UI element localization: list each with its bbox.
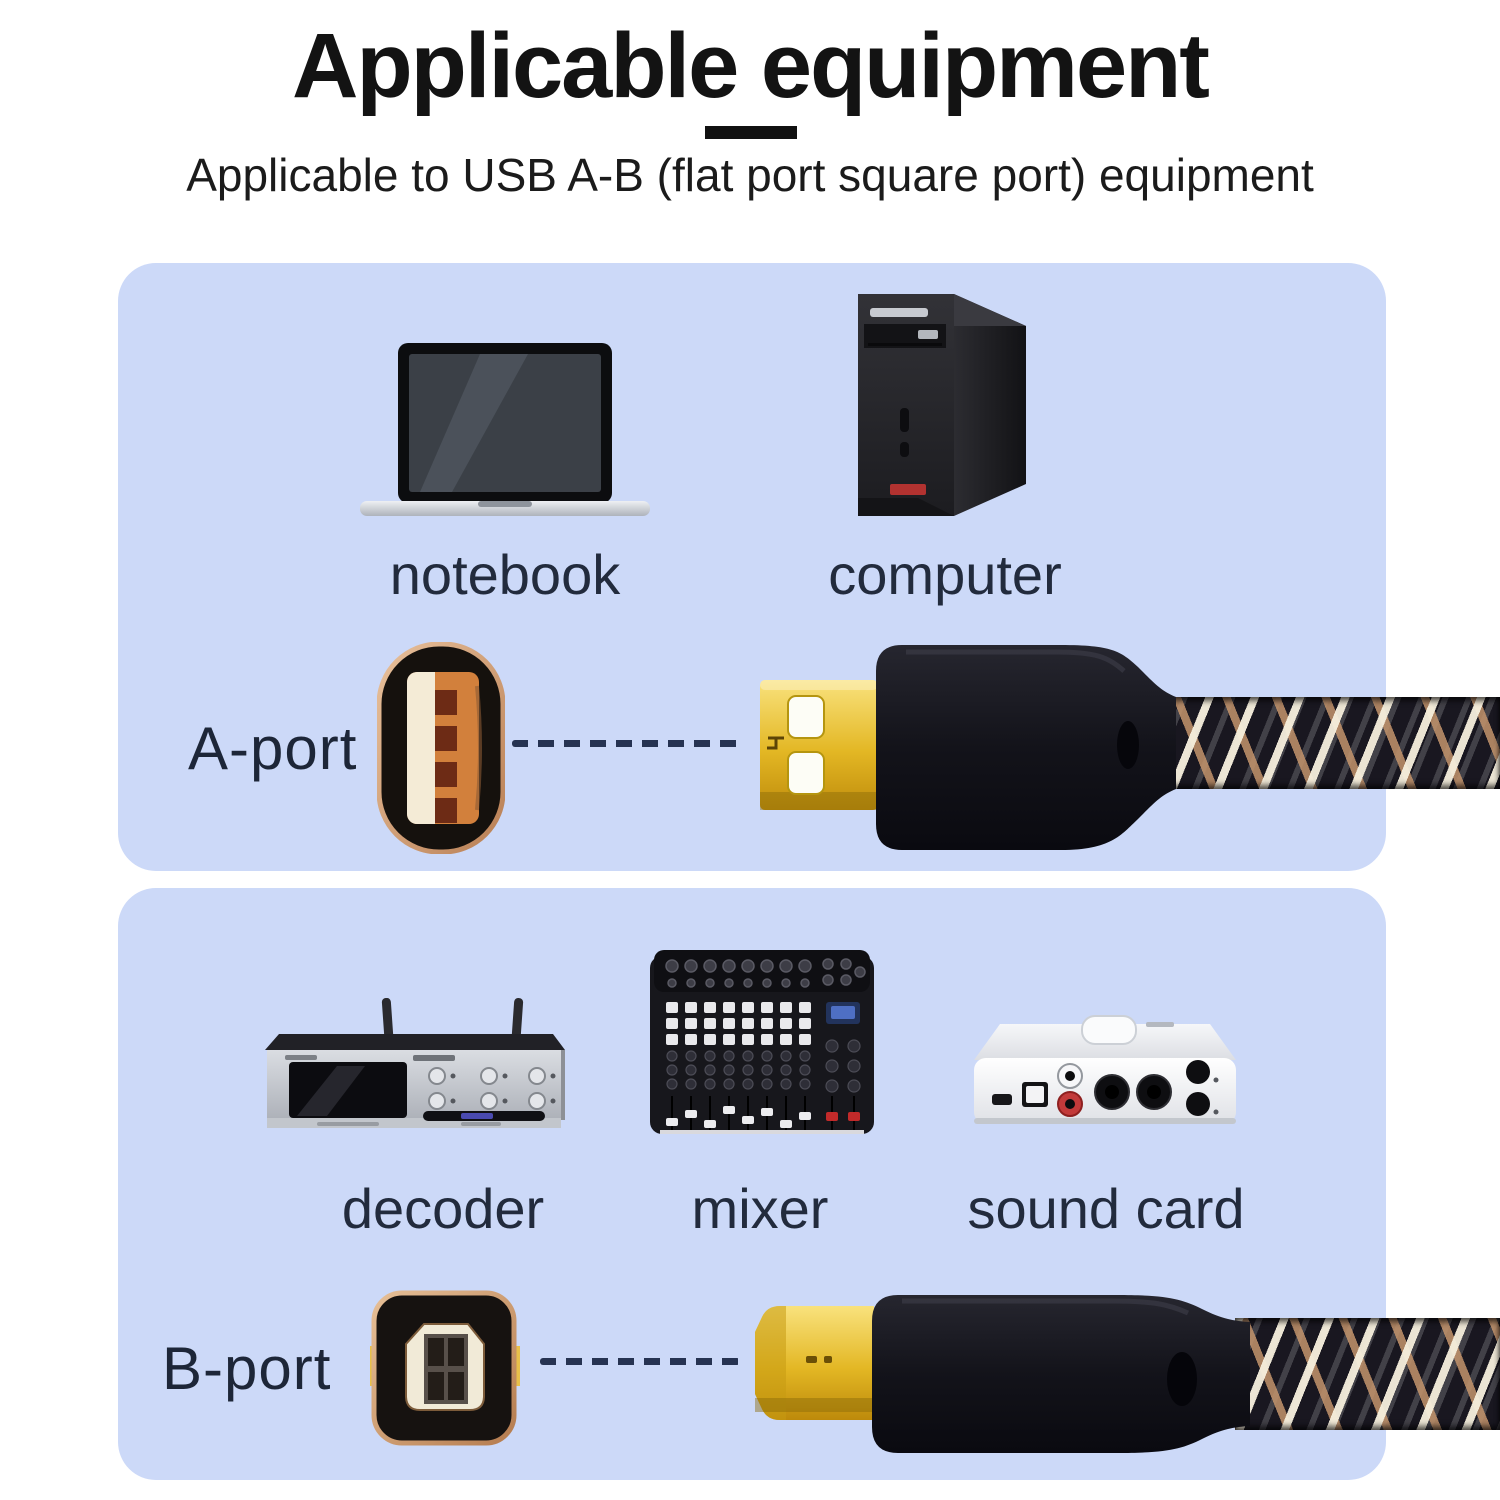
decoder-label: decoder — [341, 1177, 545, 1240]
usb-a-port-icon — [377, 642, 505, 854]
page-title: Applicable equipment — [292, 15, 1210, 117]
notebook-label: notebook — [389, 543, 621, 606]
dashed-connector-a — [512, 740, 746, 747]
dashed-connector-b — [540, 1358, 740, 1365]
braided-cable-b — [1235, 1318, 1500, 1430]
notebook-icon — [360, 343, 650, 519]
computer-icon — [856, 292, 1038, 518]
usb-b-plug-icon — [752, 1306, 874, 1420]
a-port-label: A-port — [188, 715, 358, 782]
mixer-icon — [650, 950, 874, 1140]
braided-cable-a — [1160, 697, 1500, 789]
usb-b-port-icon — [370, 1290, 520, 1446]
b-port-label: B-port — [162, 1335, 332, 1402]
title-underline — [705, 126, 797, 139]
page-subtitle: Applicable to USB A-B (flat port square … — [186, 149, 1314, 201]
computer-label: computer — [828, 543, 1062, 606]
usb-a-connector-housing — [876, 645, 1176, 850]
sound-card-icon — [966, 1008, 1244, 1134]
usb-a-plug-icon — [760, 680, 878, 810]
mixer-label: mixer — [691, 1177, 829, 1240]
sound-card-label: sound card — [967, 1177, 1245, 1240]
usb-b-connector-housing — [872, 1295, 1250, 1453]
decoder-icon — [265, 998, 565, 1138]
